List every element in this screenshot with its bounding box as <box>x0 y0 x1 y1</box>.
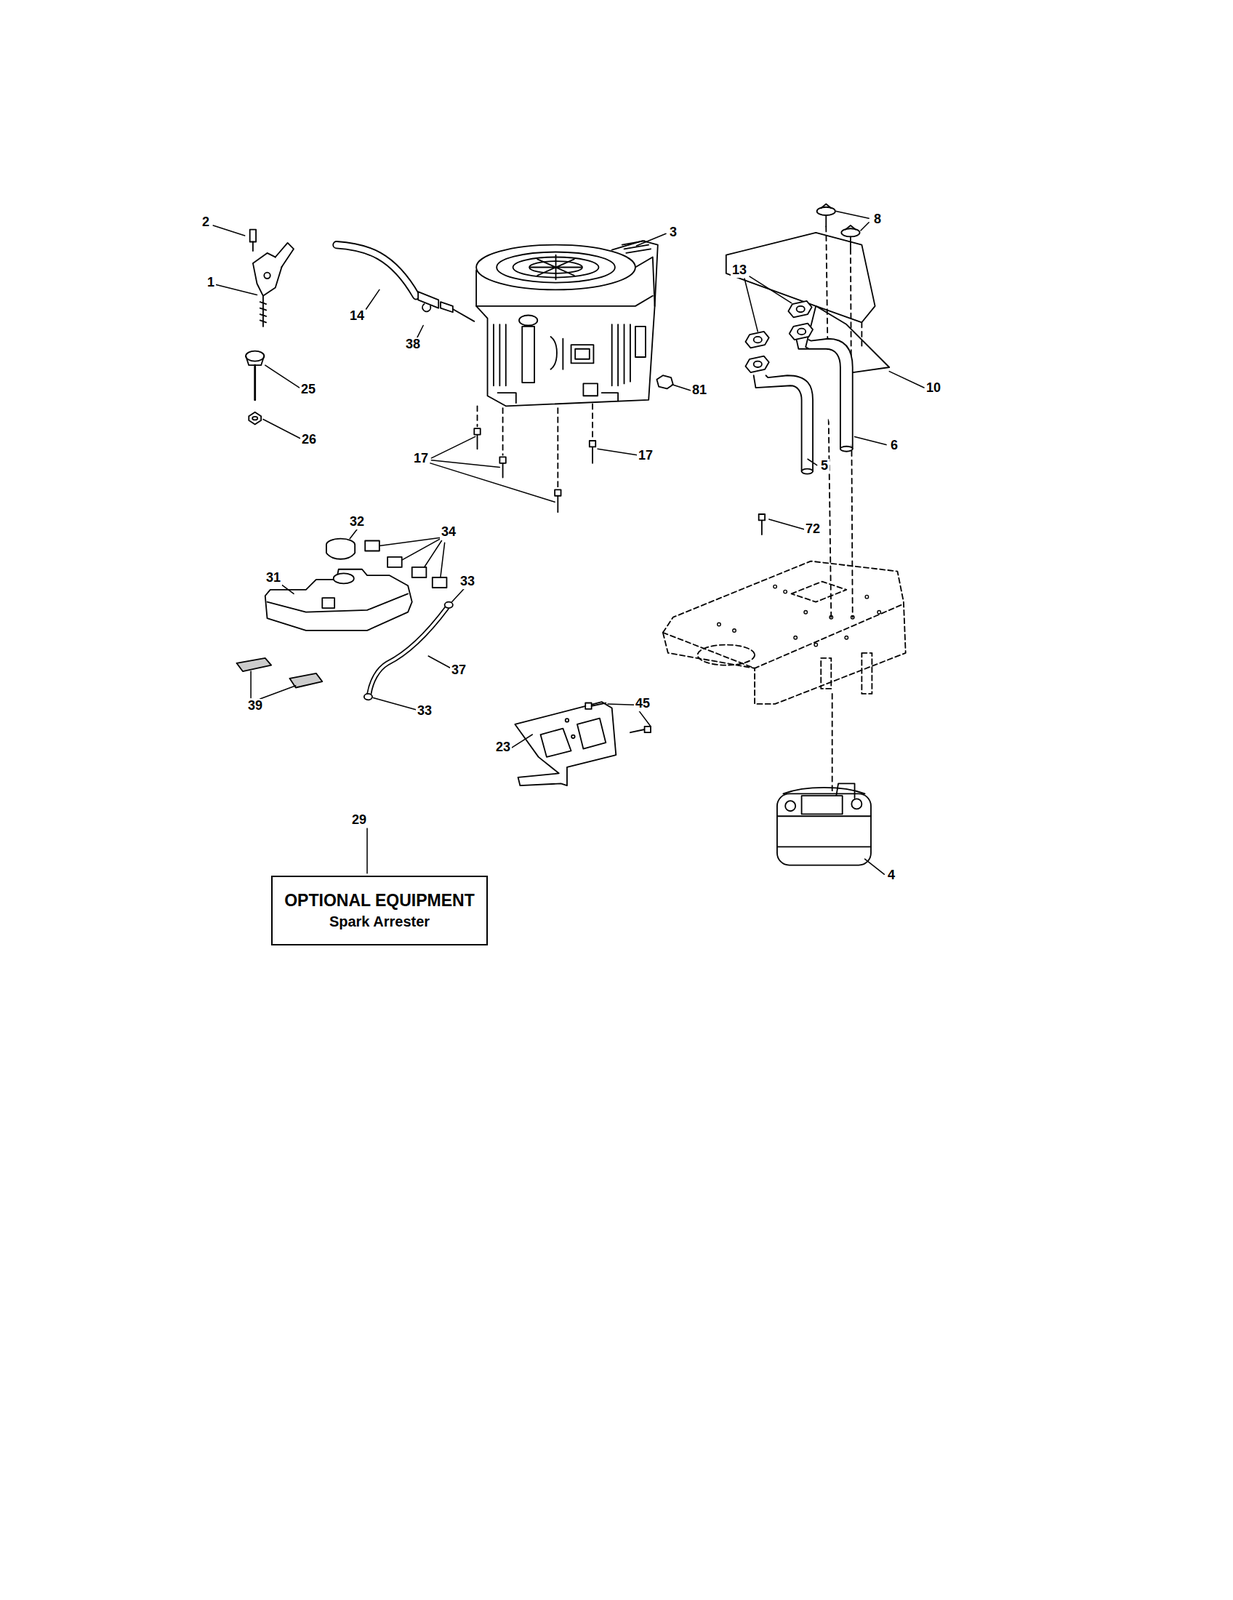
shield-bolts <box>817 204 861 807</box>
callout-number: 8 <box>872 212 883 227</box>
callout-number: 34 <box>439 524 458 540</box>
cover-plate <box>514 701 651 786</box>
callout-number: 2 <box>200 215 211 230</box>
callout-text: 1 <box>205 275 216 291</box>
frame-holes <box>717 584 882 646</box>
callout-text: 33 <box>458 574 477 589</box>
callout-number: 4 <box>886 868 897 883</box>
callout-text: 38 <box>404 337 422 352</box>
leader-lines <box>213 210 925 874</box>
box-text: Spark Arrester <box>329 911 430 932</box>
callout-number: 25 <box>299 382 317 397</box>
callout-text: 8 <box>872 212 883 227</box>
callout-number: 13 <box>730 263 749 278</box>
exhaust-pipes <box>745 300 853 535</box>
callout-text: 32 <box>348 514 366 530</box>
callout-text: 17 <box>412 451 430 467</box>
callout-number: 39 <box>246 698 264 714</box>
callout-number: 29 <box>350 812 368 828</box>
callout-number: 6 <box>889 438 900 453</box>
callout-text: 3 <box>668 225 679 240</box>
callout-text: 37 <box>450 663 468 678</box>
nut <box>656 375 673 389</box>
callout-number: 17 <box>636 448 655 464</box>
callout-text: 4 <box>886 868 897 883</box>
callout-number: 81 <box>690 383 709 398</box>
fuel-tank-pad <box>236 538 453 701</box>
callout-number: 3 <box>668 225 679 240</box>
callout-text: 5 <box>819 458 830 474</box>
tractor-frame <box>663 561 906 704</box>
callout-text: 31 <box>264 570 283 586</box>
callout-number: 10 <box>924 380 943 396</box>
throttle-control <box>250 229 294 327</box>
engine <box>476 240 658 406</box>
callout-text: 10 <box>924 380 943 396</box>
callout-text: 45 <box>633 696 652 712</box>
callout-number: 26 <box>300 432 318 448</box>
callout-text: 26 <box>300 432 318 448</box>
callout-text: 2 <box>200 215 211 230</box>
callout-text: 25 <box>299 382 317 397</box>
callout-text: 39 <box>246 698 264 714</box>
callout-number: 5 <box>819 458 830 474</box>
callout-text: 17 <box>636 448 655 464</box>
callout-number: 33 <box>415 703 434 719</box>
muffler <box>777 782 871 865</box>
callout-text: 33 <box>415 703 434 719</box>
callout-text: 34 <box>439 524 458 540</box>
box-heading: OPTIONAL EQUIPMENT <box>284 889 475 912</box>
callout-text: 72 <box>804 521 822 537</box>
callout-text: 13 <box>730 263 749 278</box>
callout-number: 45 <box>633 696 652 712</box>
choke-knob <box>245 351 264 425</box>
callout-number: 37 <box>450 663 468 678</box>
callout-number: 23 <box>494 740 512 755</box>
callout-number: 38 <box>404 337 422 352</box>
callout-text: 6 <box>889 438 900 453</box>
callout-number: 17 <box>412 451 430 467</box>
callout-number: 14 <box>348 308 366 324</box>
callout-number: 32 <box>348 514 366 530</box>
callout-number: 72 <box>804 521 822 537</box>
callout-text: 23 <box>494 740 512 755</box>
callout-number: 1 <box>205 275 216 291</box>
callout-text: 14 <box>348 308 366 324</box>
callout-number: 33 <box>458 574 477 589</box>
callout-number: 31 <box>264 570 283 586</box>
note-box: OPTIONAL EQUIPMENTSpark Arrester <box>271 875 488 946</box>
callout-text: 81 <box>690 383 709 398</box>
callout-text: 29 <box>350 812 368 828</box>
